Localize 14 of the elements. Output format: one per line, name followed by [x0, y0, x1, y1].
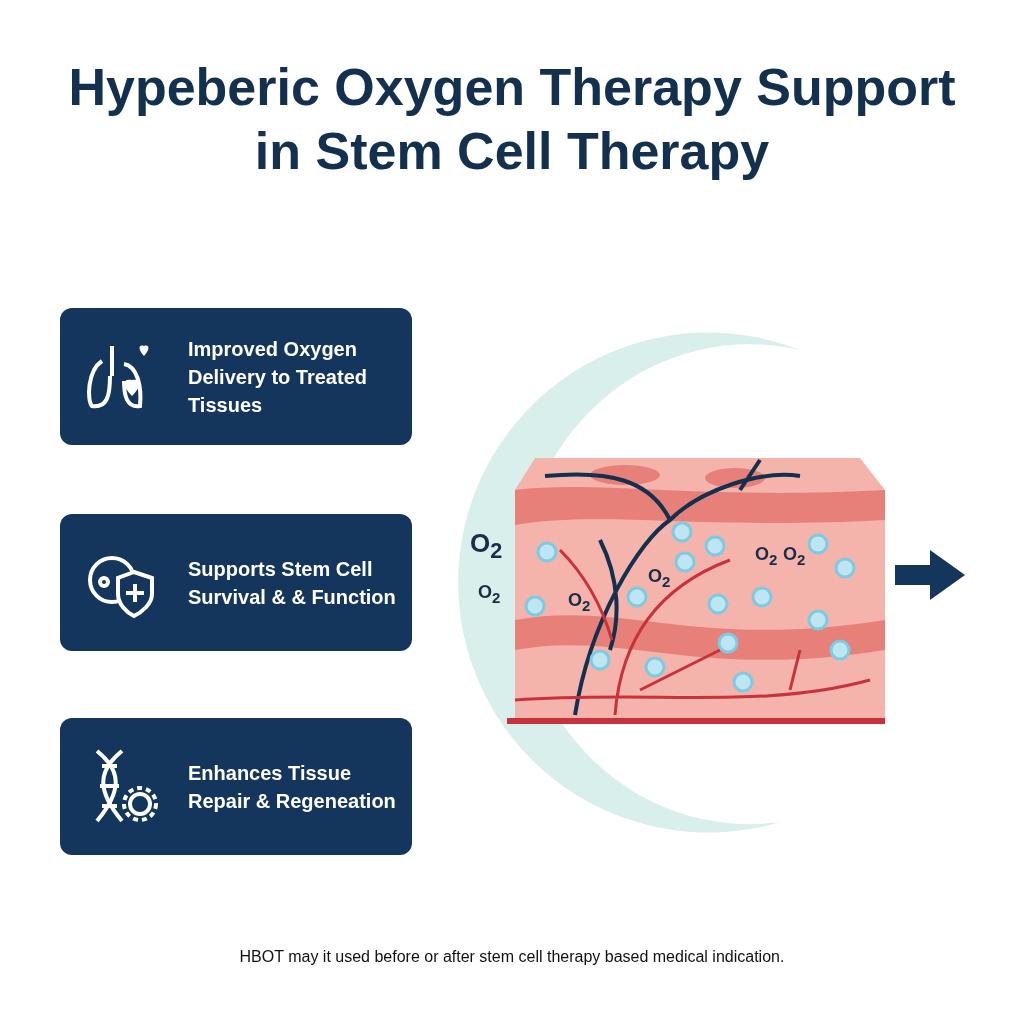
- oxygen-label: O$_{2}$: [783, 544, 806, 568]
- oxygen-label: O$_{2}$: [470, 528, 503, 565]
- oxygen-label: O$_{2}$: [755, 544, 778, 568]
- oxygen-label: O$_{2}$: [568, 590, 591, 614]
- benefit-text: Enhances Tissue Repair & Regeneation: [188, 760, 397, 814]
- oxygen-label: O$_{2}$: [648, 566, 671, 590]
- benefit-card: [60, 308, 412, 445]
- benefit-text: Supports Stem Cell Survival & & Function: [188, 556, 397, 610]
- title: Hypeberic Oxygen Therapy Support in Stem Cell Therapy: [67, 57, 957, 182]
- benefit-card: [60, 514, 412, 651]
- benefit-card: [60, 718, 412, 855]
- benefit-text: Improved Oxygen Delivery to Treated Tissues: [188, 336, 368, 418]
- oxygen-label: O$_{2}$: [478, 582, 501, 606]
- caption: HBOT may it used before or after stem cell therapy based medical indication.: [238, 948, 786, 966]
